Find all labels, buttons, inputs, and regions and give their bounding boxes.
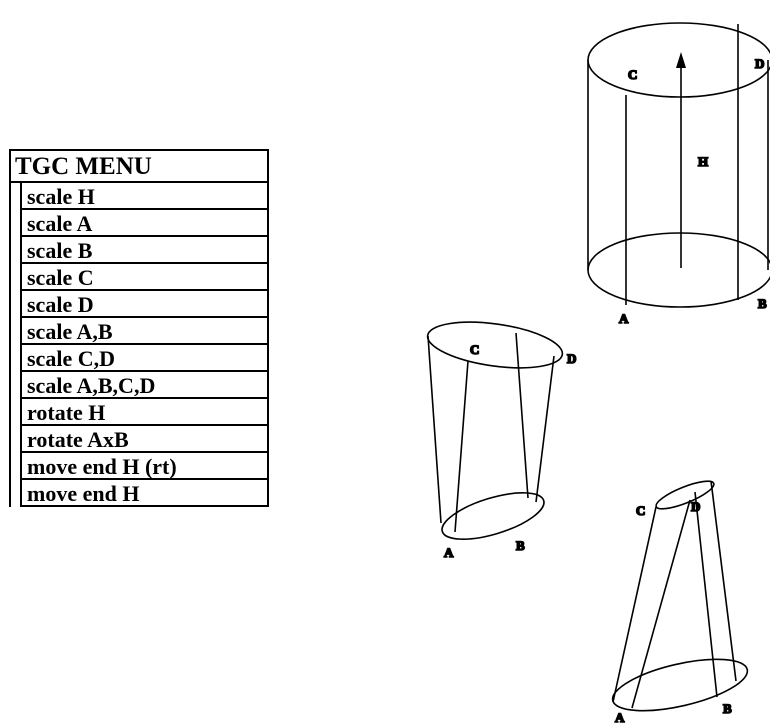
menu-item-rotate-axb[interactable]: rotate AxB [20,426,267,453]
menu-item-move-end-h-rt[interactable]: move end H (rt) [20,453,267,480]
menu-item-scale-c-d[interactable]: scale C,D [20,345,267,372]
menu-item-scale-a-b-c-d[interactable]: scale A,B,C,D [20,372,267,399]
inverted-edge-outer-left [427,335,442,524]
menu-title: TGC MENU [11,151,267,183]
inverted-label-a: A [444,545,454,560]
narrow-edge-outer-right [710,480,737,682]
narrow-edge-outer-left [612,506,657,703]
menu-item-rotate-h[interactable]: rotate H [20,399,267,426]
narrow-top-ellipse [655,480,715,510]
menu-item-move-end-h[interactable]: move end H [20,480,267,507]
inverted-edge-inner-left [454,360,469,533]
inverted-label-b: B [516,538,525,553]
menu-item-scale-c[interactable]: scale C [20,264,267,291]
cylinder-label-d: D [755,56,764,71]
cylinder-label-a: A [619,311,629,326]
cylinder-bottom-ellipse [587,232,770,308]
narrow-edge-inner-left [631,499,691,709]
inverted-bottom-ellipse [441,492,545,540]
inverted-top-ellipse [426,321,564,369]
cylinder-h-arrowhead [676,52,686,68]
inverted-label-d: D [567,351,576,366]
menu-item-scale-d[interactable]: scale D [20,291,267,318]
figure-inverted-frustum[interactable]: C D A B [425,315,577,561]
narrow-label-d: D [691,499,700,514]
narrow-edge-inner-right [694,491,718,698]
cylinder-label-c: C [628,67,637,82]
figure-narrow-top-frustum[interactable]: C D A B [608,476,752,725]
menu-item-scale-h[interactable]: scale H [20,183,267,210]
narrow-label-a: A [615,710,625,725]
figure-cylinder[interactable]: C D H A B [587,22,770,327]
inverted-edge-inner-right [515,332,529,499]
cylinder-label-b: B [758,296,767,311]
menu-item-scale-a[interactable]: scale A [20,210,267,237]
inverted-edge-outer-right [535,355,555,503]
inverted-label-c: C [470,342,479,357]
narrow-label-c: C [636,503,645,518]
menu-item-scale-b[interactable]: scale B [20,237,267,264]
narrow-label-b: B [723,701,732,716]
menu-item-scale-a-b[interactable]: scale A,B [20,318,267,345]
cylinder-label-h: H [698,154,708,169]
